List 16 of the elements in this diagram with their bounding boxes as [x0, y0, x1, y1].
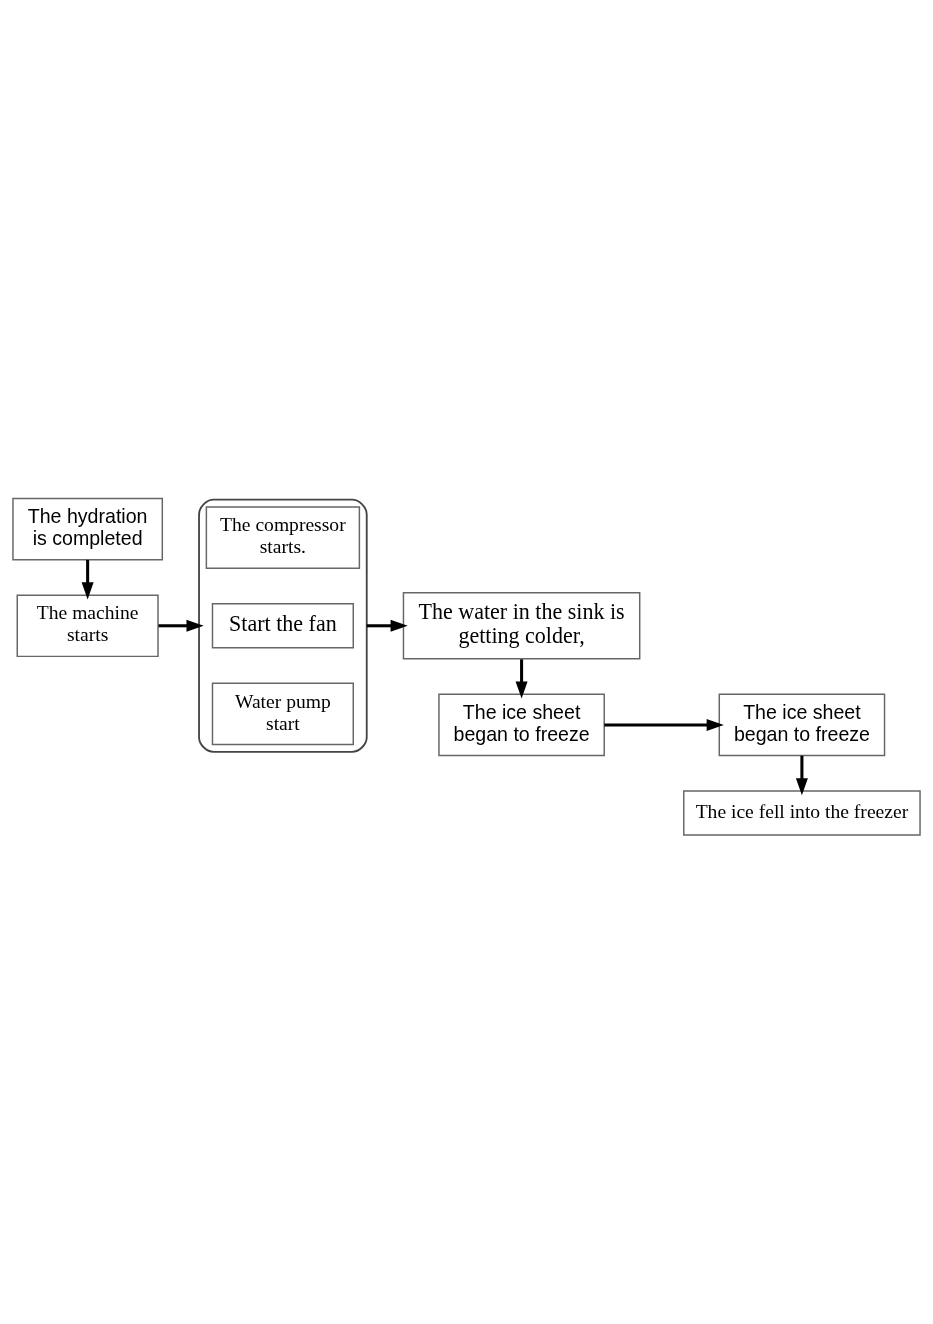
arrow: [795, 755, 808, 795]
node-box: The machine starts: [16, 593, 159, 657]
node-box: The ice sheet began to freeze: [438, 693, 605, 756]
node-box: The water in the sink is getting colder,: [402, 591, 641, 660]
node-box: Water pump start: [211, 682, 354, 745]
arrow: [158, 619, 204, 632]
node-box: The ice fell into the freezer: [683, 789, 921, 836]
node-box: The ice sheet began to freeze: [718, 693, 886, 756]
cluster: [198, 498, 368, 753]
arrow: [515, 658, 528, 699]
node-box: The hydration is completed: [12, 497, 164, 560]
node-box: Start the fan: [211, 602, 354, 649]
arrow: [604, 718, 724, 731]
arrow: [81, 559, 94, 599]
arrow: [366, 619, 408, 632]
node-box: The compressor starts.: [205, 505, 361, 569]
